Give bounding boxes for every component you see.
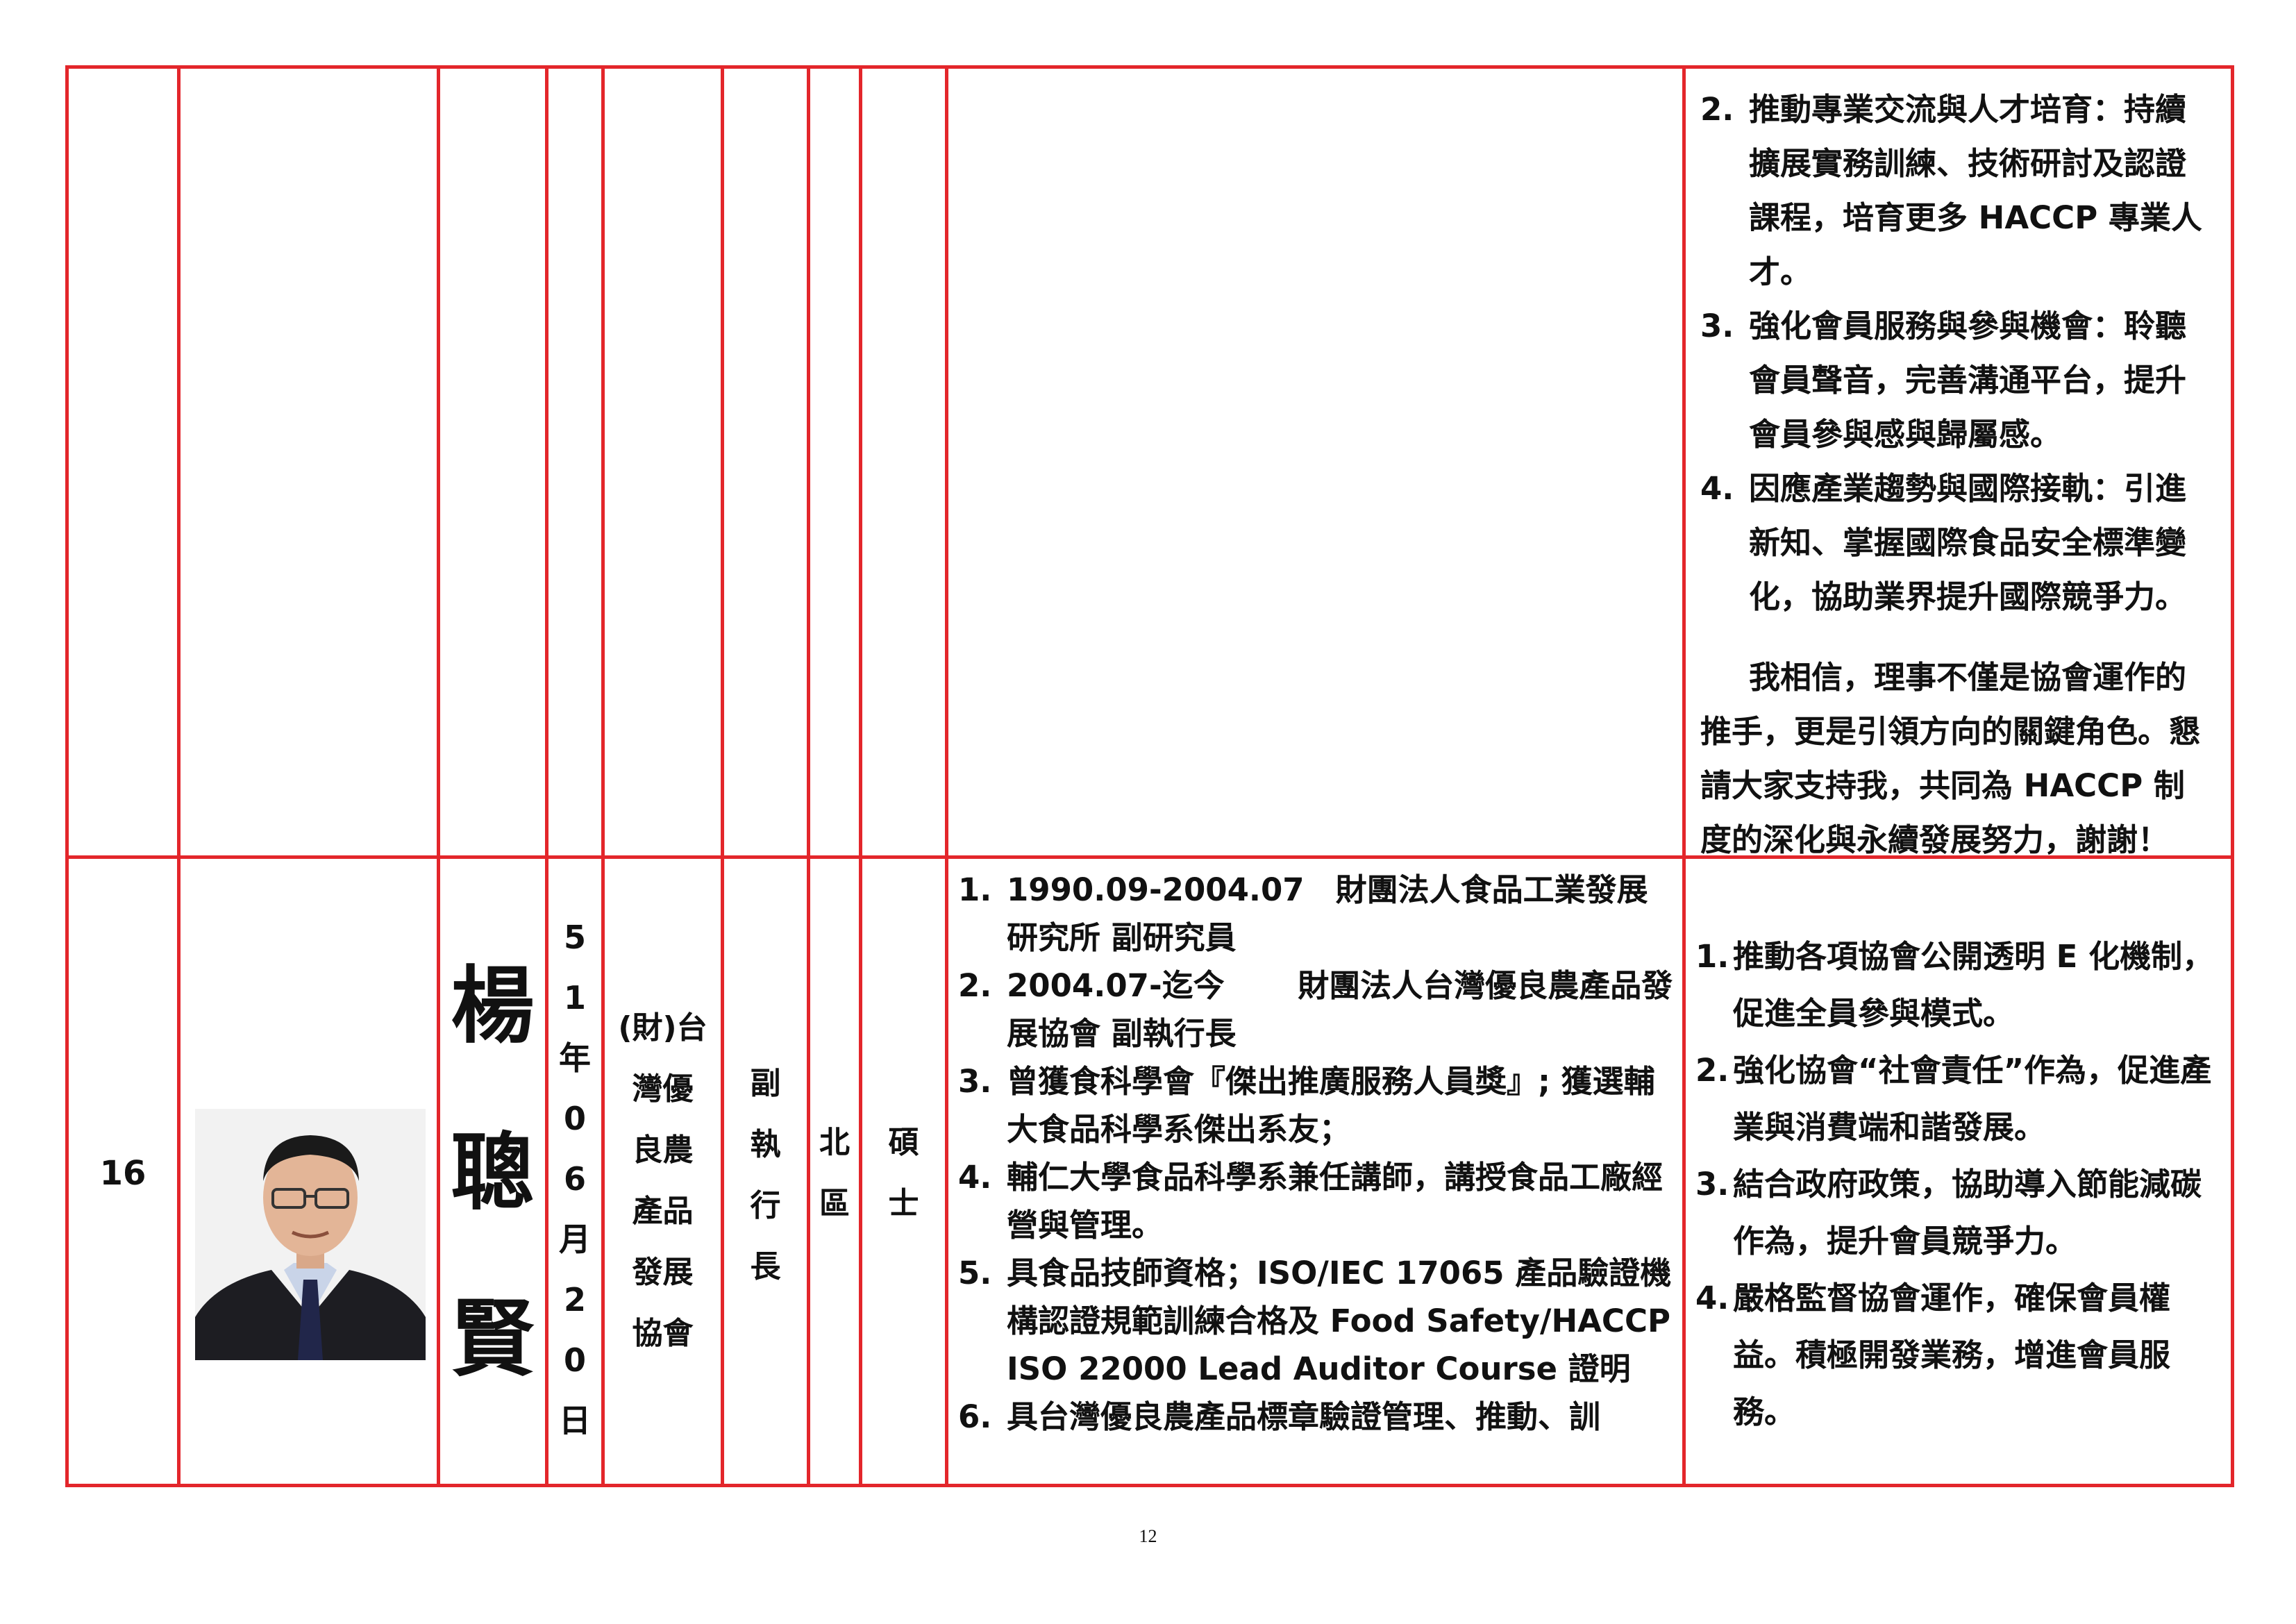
portrait-illustration: [195, 1109, 426, 1360]
name-char: 楊: [451, 957, 535, 1055]
name-char: 聰: [451, 1124, 535, 1221]
list-item: 2.推動專業交流與人才培育：持續擴展實務訓練、技術研討及認證課程，培育更多 HA…: [1700, 91, 2202, 290]
list-item: 4.因應產業趨勢與國際接軌：引進新知、掌握國際食品安全標準變化，協助業界提升國際…: [1700, 470, 2187, 615]
continued-platform-cell: 2.推動專業交流與人才培育：持續擴展實務訓練、技術研討及認證課程，培育更多 HA…: [1691, 69, 2227, 858]
closing-paragraph: 我相信，理事不僅是協會運作的推手，更是引領方向的關鍵角色。懇請大家支持我，共同為…: [1700, 659, 2201, 858]
page-number: 12: [1139, 1526, 1157, 1546]
column-divider: [945, 69, 948, 1484]
job-title: 副 執 行 長: [750, 1066, 781, 1284]
list-item: 3.強化會員服務與參與機會：聆聽會員聲音，完善溝通平台，提升會員參與感與歸屬感。: [1700, 308, 2187, 453]
birth-char: 5: [563, 919, 586, 956]
candidate-name: 楊 聰 賢: [440, 859, 545, 1487]
column-divider: [177, 69, 181, 1484]
list-item: 3.曾獲食科學會『傑出推廣服務人員獎』; 獲選輔大食品科學系傑出系友；: [958, 1063, 1655, 1148]
column-divider: [437, 69, 440, 1484]
experience-list: 1.1990.09-2004.07 財團法人食品工業發展研究所 副研究員 2.2…: [958, 866, 1674, 1441]
column-divider: [601, 69, 605, 1484]
column-divider: [859, 69, 862, 1484]
name-char: 賢: [451, 1291, 535, 1388]
list-item: 2.2004.07-迄今 財團法人台灣優良農產品發展協會 副執行長: [958, 967, 1673, 1052]
organization: (財)台 灣優 良農 產品 發展 協會: [618, 1010, 707, 1351]
birth-char: 月: [559, 1221, 591, 1258]
column-divider: [807, 69, 810, 1484]
list-item: 3.結合政府政策，協助導入節能減碳作為，提升會員競爭力。: [1695, 1166, 2202, 1259]
education: 碩 士: [888, 1125, 919, 1221]
candidate-table: 2.推動專業交流與人才培育：持續擴展實務訓練、技術研討及認證課程，培育更多 HA…: [65, 65, 2234, 1487]
portrait-photo-icon: [195, 1109, 426, 1360]
birth-char: 0: [563, 1341, 586, 1379]
platform-list: 1.推動各項協會公開透明 E 化機制，促進全員參與模式。 2.強化協會“社會責任…: [1695, 928, 2215, 1441]
experience-cell: 1.1990.09-2004.07 財團法人食品工業發展研究所 副研究員 2.2…: [948, 859, 1682, 1487]
list-item: 2.強化協會“社會責任”作為，促進產業與消費端和諧發展。: [1695, 1052, 2212, 1146]
continued-platform-list: 2.推動專業交流與人才培育：持續擴展實務訓練、技術研討及認證課程，培育更多 HA…: [1700, 83, 2215, 624]
list-item: 4.輔仁大學食品科學系兼任講師，講授食品工廠經營與管理。: [958, 1159, 1664, 1244]
list-item: 6.具台灣優良農產品標章驗證管理、推動、訓: [958, 1398, 1601, 1435]
candidate-number: 16: [99, 1153, 146, 1193]
birth-char: 6: [563, 1160, 586, 1198]
platform-cell: 1.推動各項協會公開透明 E 化機制，促進全員參與模式。 2.強化協會“社會責任…: [1686, 859, 2227, 1487]
row-divider: [69, 855, 2231, 859]
birth-char: 日: [559, 1402, 591, 1439]
birth-char: 2: [563, 1281, 586, 1319]
birth-char: 年: [559, 1039, 591, 1077]
list-item: 5.具食品技師資格；ISO/IEC 17065 產品驗證機構認證規範訓練合格及 …: [958, 1255, 1672, 1387]
column-divider: [721, 69, 724, 1484]
list-item: 4.嚴格監督協會運作，確保會員權益。積極開發業務，增進會員服務。: [1695, 1280, 2171, 1430]
column-divider: [545, 69, 548, 1484]
list-item: 1.推動各項協會公開透明 E 化機制，促進全員參與模式。: [1695, 938, 2214, 1032]
birth-date: 5 1 年 0 6 月 2 0 日: [548, 859, 601, 1487]
birth-char: 0: [563, 1100, 586, 1137]
photo-cell: [181, 859, 437, 1487]
region: 北 區: [819, 1125, 850, 1221]
column-divider: [1682, 69, 1686, 1484]
birth-char: 1: [563, 979, 586, 1016]
list-item: 1.1990.09-2004.07 財團法人食品工業發展研究所 副研究員: [958, 871, 1648, 956]
